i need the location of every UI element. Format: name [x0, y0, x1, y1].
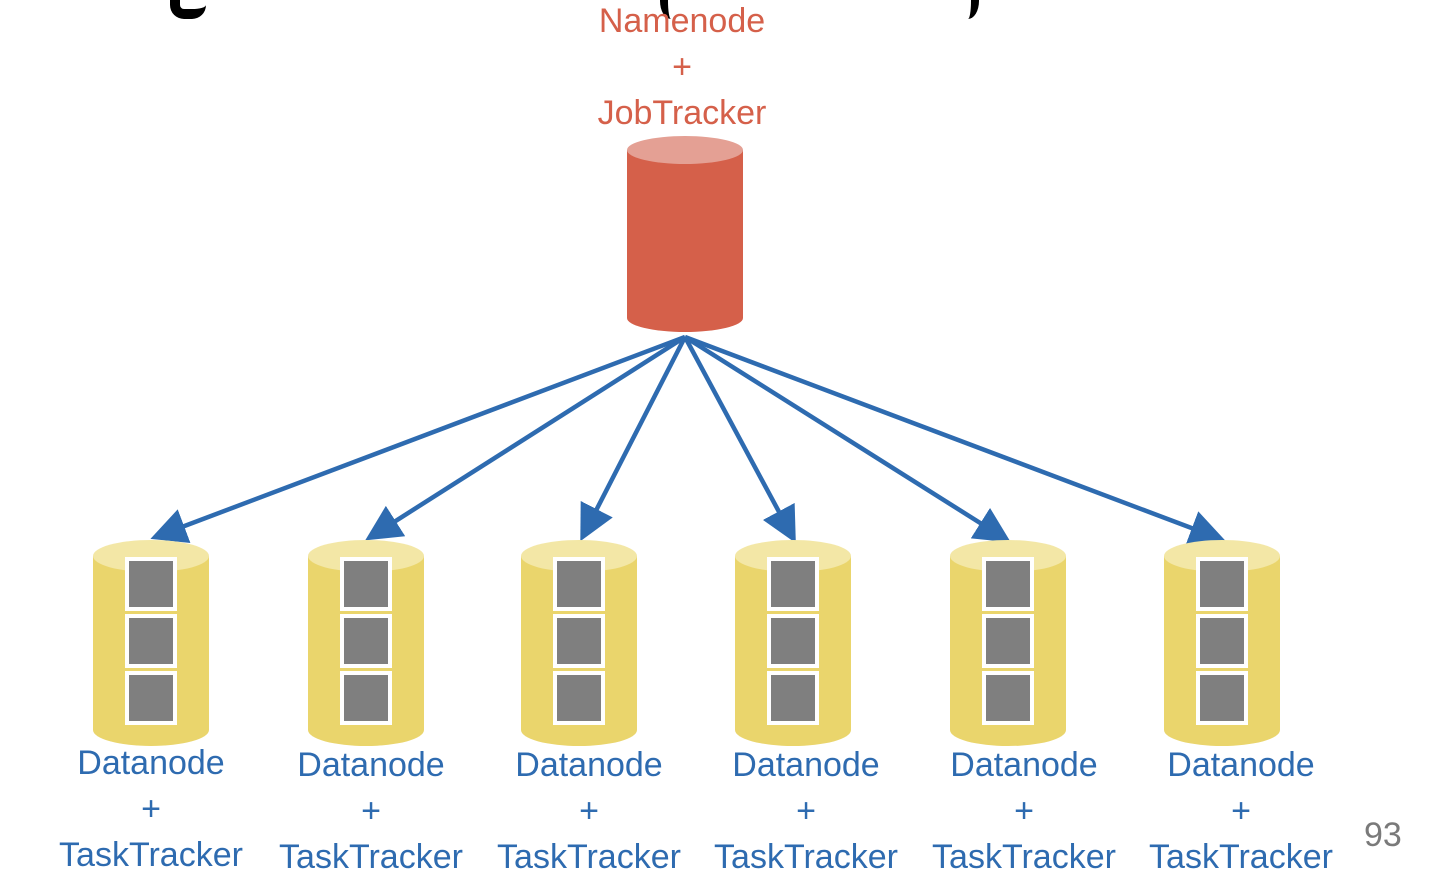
worker-2-label-plus: +	[361, 792, 381, 830]
namenode-cylinder-body	[627, 150, 743, 332]
data-block	[767, 614, 819, 668]
worker-3-label-line3: TaskTracker	[497, 838, 681, 876]
data-block	[553, 671, 605, 725]
arrow-to-worker-3	[580, 335, 688, 542]
worker-5-label-line1: Datanode	[950, 746, 1098, 784]
master-label-line3: JobTracker	[597, 94, 767, 132]
data-block	[982, 557, 1034, 611]
arrow-to-worker-2	[365, 335, 687, 541]
worker-6-label-plus: +	[1231, 792, 1251, 830]
data-block	[1196, 614, 1248, 668]
worker-3-label-plus: +	[579, 792, 599, 830]
worker-5-label-plus: +	[1014, 792, 1034, 830]
worker-4-label-line1: Datanode	[732, 746, 880, 784]
data-block	[767, 671, 819, 725]
data-block	[340, 671, 392, 725]
master-label-plus: +	[672, 48, 692, 86]
worker-nodes	[93, 540, 1280, 746]
worker-1-label-plus: +	[141, 790, 161, 828]
worker-4-label-plus: +	[796, 792, 816, 830]
datanode-cylinder-top	[308, 540, 424, 572]
datanode-cylinder-icon	[1164, 540, 1280, 746]
namenode-cylinder-top	[627, 136, 743, 164]
data-block	[982, 671, 1034, 725]
data-block	[1196, 671, 1248, 725]
datanode-cylinder-icon	[93, 540, 209, 746]
datanode-cylinder-top	[950, 540, 1066, 572]
datanode-cylinder-top	[93, 540, 209, 572]
namenode-cylinder-icon	[627, 136, 743, 332]
arrow-to-worker-4	[683, 335, 796, 544]
arrow-to-worker-1	[150, 334, 686, 543]
data-block	[125, 614, 177, 668]
data-block	[125, 671, 177, 725]
arrow-to-worker-5	[683, 335, 1011, 543]
data-block	[767, 557, 819, 611]
page-number: 93	[1364, 816, 1402, 854]
data-block	[340, 614, 392, 668]
datanode-cylinder-top	[521, 540, 637, 572]
worker-4-label-line3: TaskTracker	[714, 838, 898, 876]
datanode-cylinder-icon	[521, 540, 637, 746]
arrow-to-worker-6	[684, 334, 1226, 545]
slide-title-fragment	[170, 0, 979, 22]
datanode-cylinder-icon	[735, 540, 851, 746]
data-block	[1196, 557, 1248, 611]
connection-arrows	[150, 334, 1226, 545]
data-block	[340, 557, 392, 611]
data-block	[553, 557, 605, 611]
data-block	[125, 557, 177, 611]
worker-6-label-line3: TaskTracker	[1149, 838, 1333, 876]
data-block	[982, 614, 1034, 668]
datanode-cylinder-top	[1164, 540, 1280, 572]
worker-1-label-line1: Datanode	[77, 744, 225, 782]
worker-2-label-line1: Datanode	[297, 746, 445, 784]
worker-6-label-line1: Datanode	[1167, 746, 1315, 784]
master-label-line1: Namenode	[598, 2, 766, 40]
data-block	[553, 614, 605, 668]
worker-1-label-line3: TaskTracker	[59, 836, 243, 874]
datanode-cylinder-icon	[308, 540, 424, 746]
datanode-cylinder-icon	[950, 540, 1066, 746]
datanode-cylinder-top	[735, 540, 851, 572]
worker-3-label-line1: Datanode	[515, 746, 663, 784]
worker-5-label-line3: TaskTracker	[932, 838, 1116, 876]
worker-2-label-line3: TaskTracker	[279, 838, 463, 876]
